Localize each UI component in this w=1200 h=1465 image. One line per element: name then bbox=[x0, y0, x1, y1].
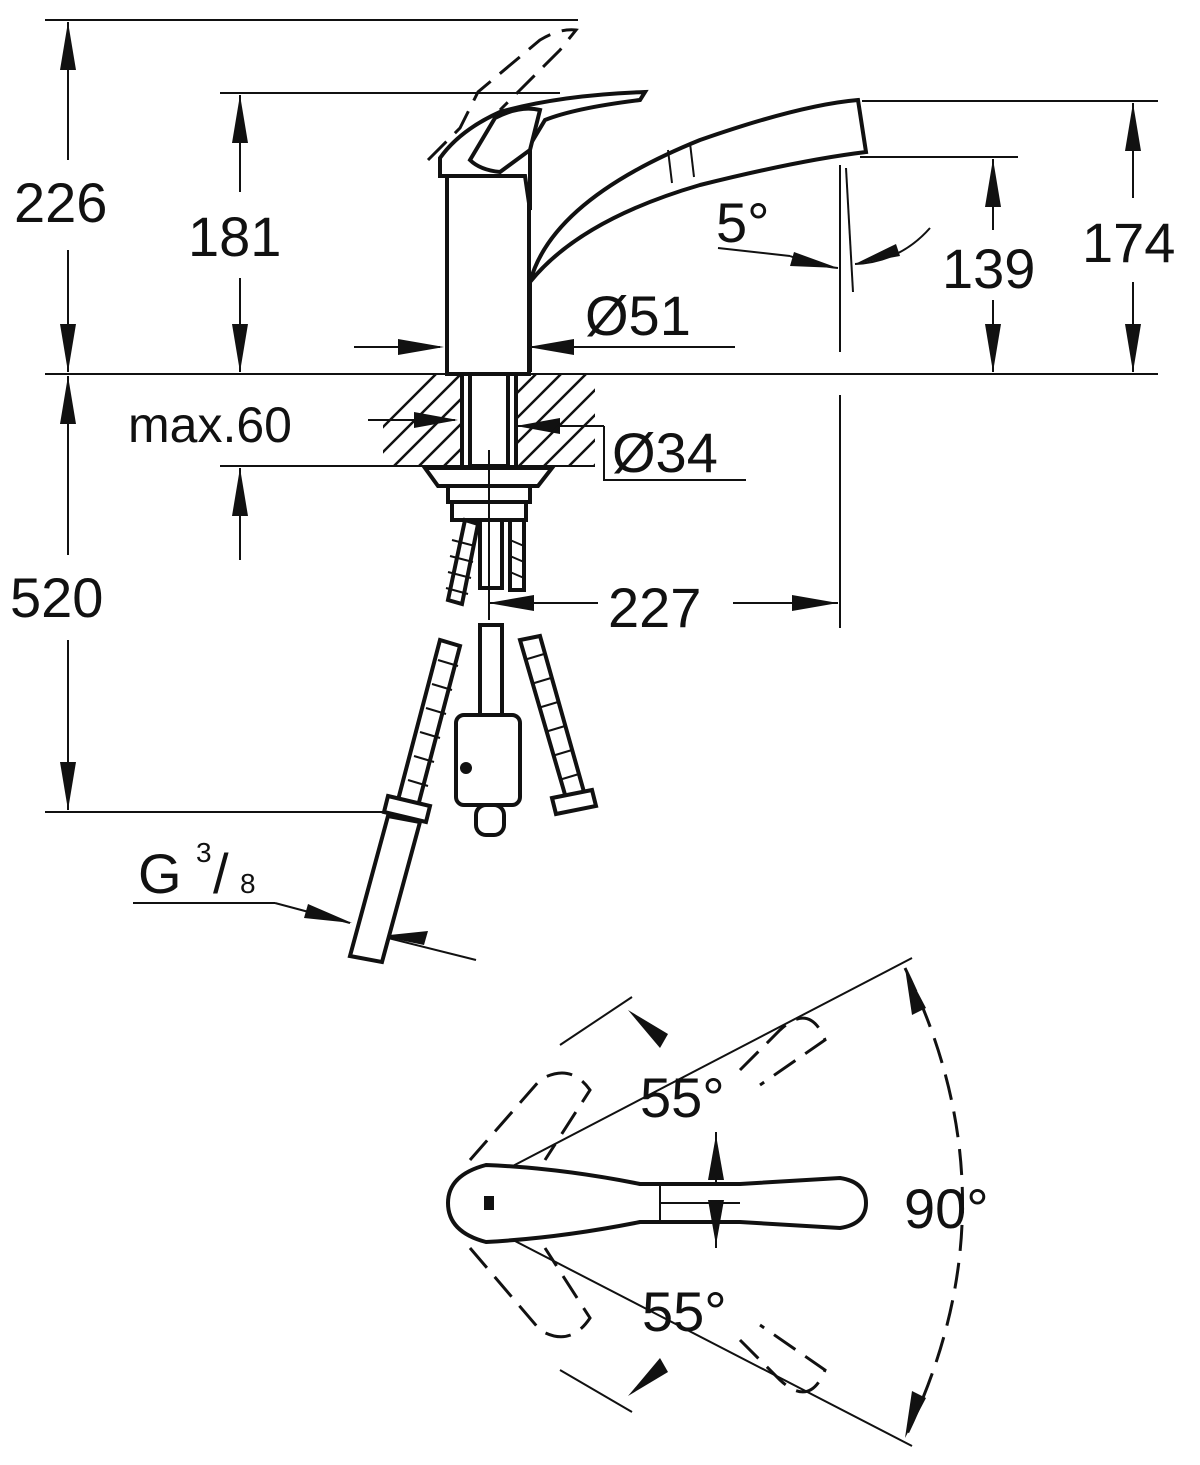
faucet-body bbox=[421, 28, 869, 522]
label-lower-rotation-angle: 55° bbox=[642, 1280, 727, 1343]
label-hose-length: 520 bbox=[10, 566, 103, 629]
label-thread-denominator: 8 bbox=[240, 868, 256, 899]
label-body-diameter: Ø51 bbox=[585, 284, 691, 347]
label-upper-rotation-angle: 55° bbox=[640, 1066, 725, 1129]
label-thread-prefix: G bbox=[138, 842, 182, 905]
label-max-counter-thickness: max.60 bbox=[128, 397, 292, 453]
label-swivel-range: 90° bbox=[904, 1177, 989, 1240]
angle-arc-5deg-left bbox=[789, 255, 839, 269]
label-thread-slash: / bbox=[213, 842, 229, 905]
label-outlet-height: 139 bbox=[942, 237, 1035, 300]
angle-arc-5deg bbox=[854, 227, 931, 265]
label-reach: 227 bbox=[608, 576, 701, 639]
supply-hoses bbox=[347, 450, 599, 965]
dimension-arrows bbox=[60, 22, 1141, 945]
label-spout-angle: 5° bbox=[716, 191, 770, 254]
lever-rotation-view bbox=[445, 957, 964, 1447]
dimension-labels: 226 181 174 139 5° Ø51 max.60 Ø34 520 22… bbox=[10, 171, 1175, 1343]
label-total-height: 226 bbox=[14, 171, 107, 234]
dimension-lines bbox=[45, 19, 1158, 961]
label-hole-diameter: Ø34 bbox=[612, 421, 718, 484]
label-thread-numerator: 3 bbox=[196, 837, 212, 868]
label-lever-height: 181 bbox=[188, 205, 281, 268]
label-spout-height: 174 bbox=[1082, 211, 1175, 274]
